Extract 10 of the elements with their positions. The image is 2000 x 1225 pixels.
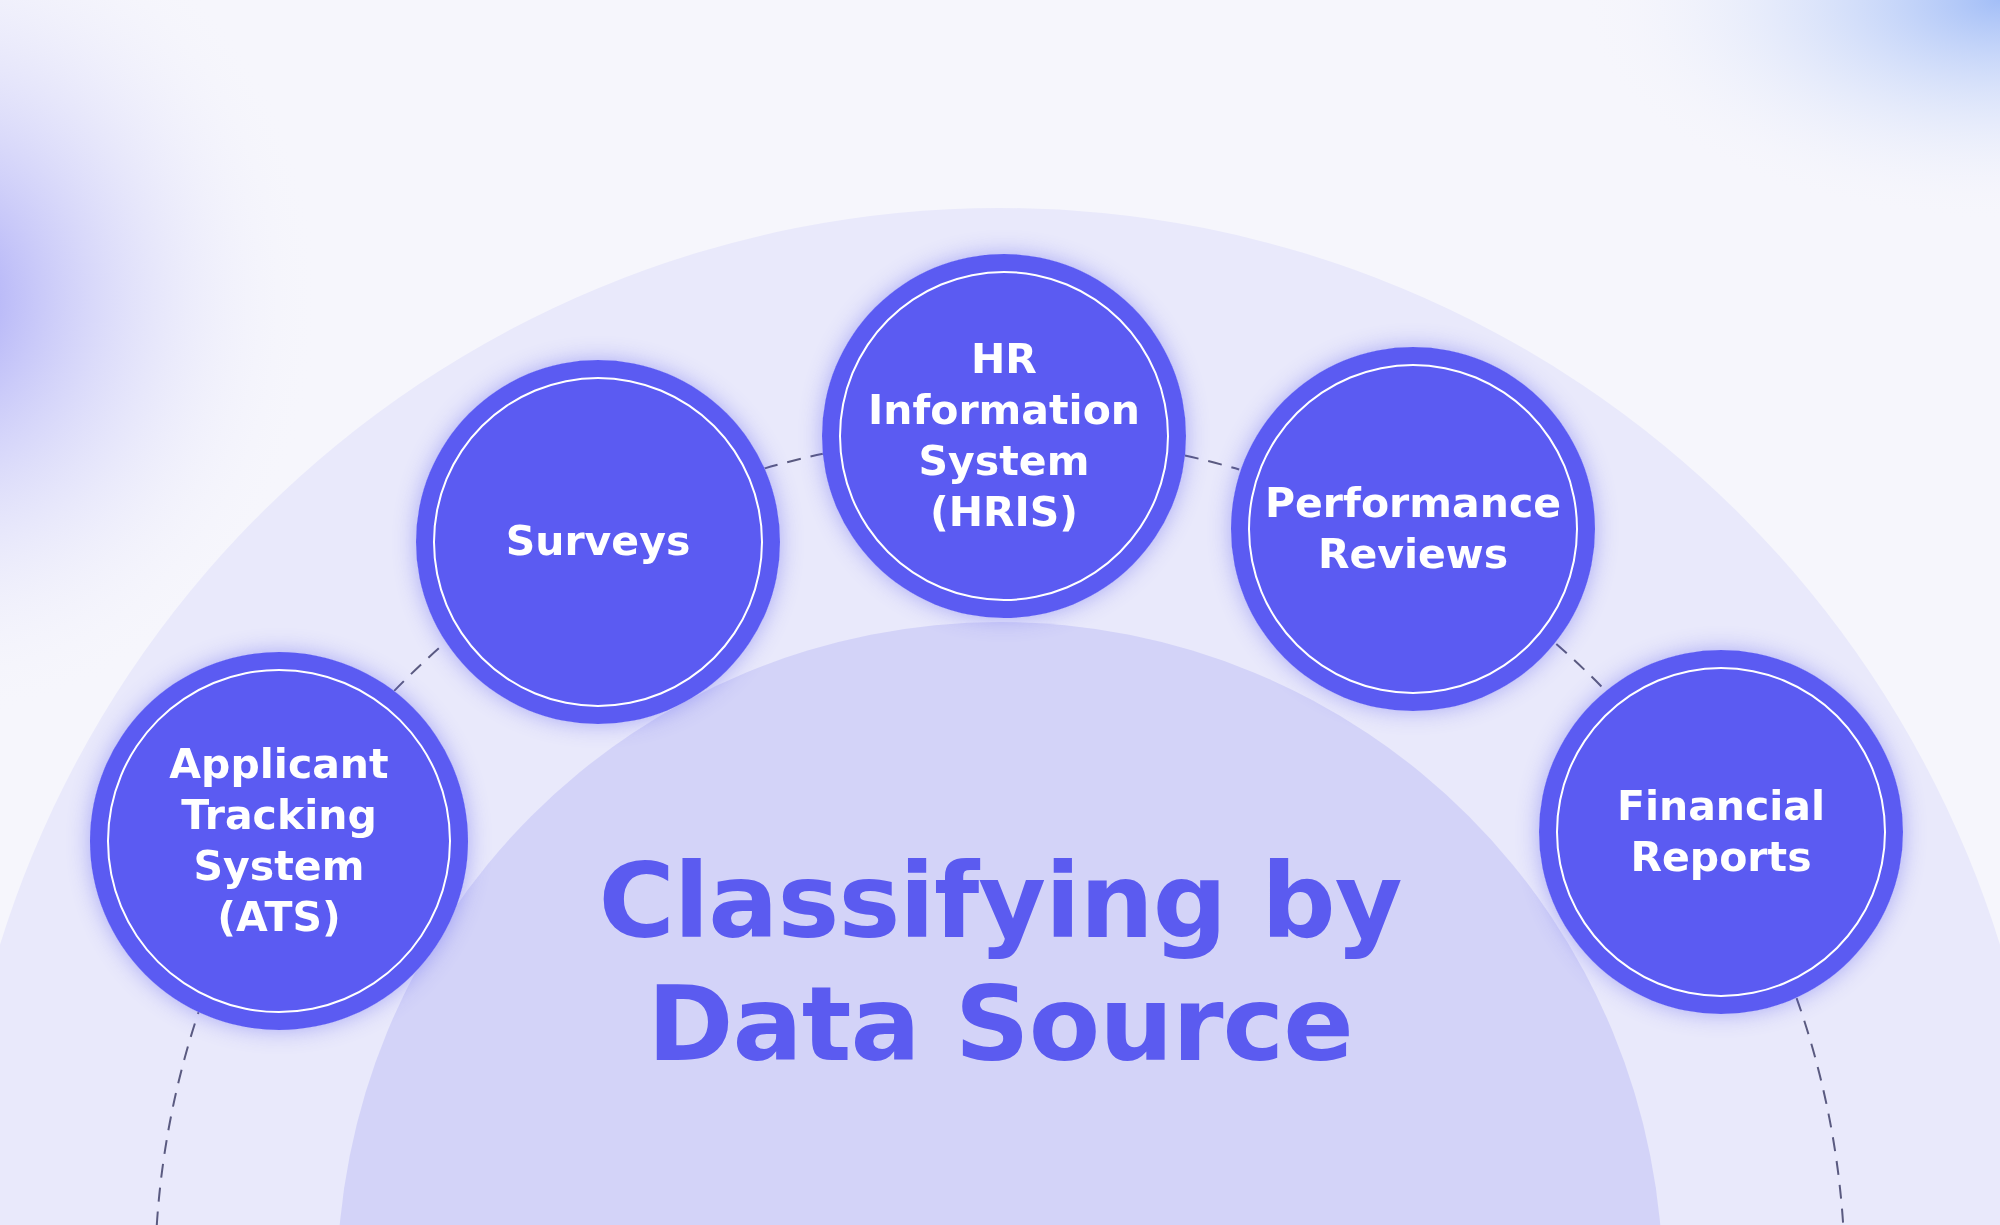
dashed-connector [1795,997,1845,1225]
node-label: HR Information System (HRIS) [866,333,1142,539]
node-label: Applicant Tracking System (ATS) [168,738,390,944]
dashed-connector [763,452,824,470]
title: Classifying by Data Source [597,840,1403,1086]
dashed-connector [155,1010,200,1225]
node-label: Performance Reviews [1265,477,1561,580]
node-label: Surveys [505,516,691,568]
node-label: Financial Reports [1615,780,1827,883]
dashed-connector [1183,454,1241,471]
